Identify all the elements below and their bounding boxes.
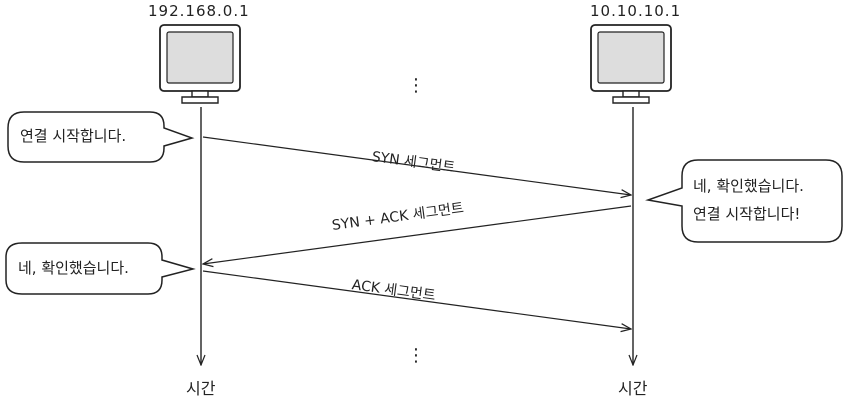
speech-bubble-left-start bbox=[7, 111, 195, 163]
left-computer-icon bbox=[159, 24, 241, 104]
bubble-right-line2-text: 연결 시작합니다! bbox=[693, 205, 801, 223]
bubble-left-start-text: 연결 시작합니다. bbox=[20, 127, 127, 145]
speech-bubble-left-confirm bbox=[5, 242, 196, 295]
speech-bubble-right-ack bbox=[645, 159, 843, 243]
left-host-ip: 192.168.0.1 bbox=[148, 2, 250, 20]
bubble-left-confirm-text: 네, 확인했습니다. bbox=[18, 259, 129, 277]
ellipsis-top: ⋮ bbox=[407, 75, 425, 96]
syn-arrow bbox=[202, 136, 631, 195]
ack-arrow bbox=[202, 270, 631, 329]
syn-ack-arrow bbox=[203, 205, 632, 264]
right-computer-icon bbox=[590, 24, 672, 104]
right-host-ip: 10.10.10.1 bbox=[590, 2, 682, 20]
left-time-label: 시간 bbox=[186, 379, 216, 398]
bubble-right-line1-text: 네, 확인했습니다. bbox=[693, 177, 804, 195]
right-time-label: 시간 bbox=[618, 379, 648, 398]
ellipsis-bottom: ⋮ bbox=[407, 345, 425, 366]
